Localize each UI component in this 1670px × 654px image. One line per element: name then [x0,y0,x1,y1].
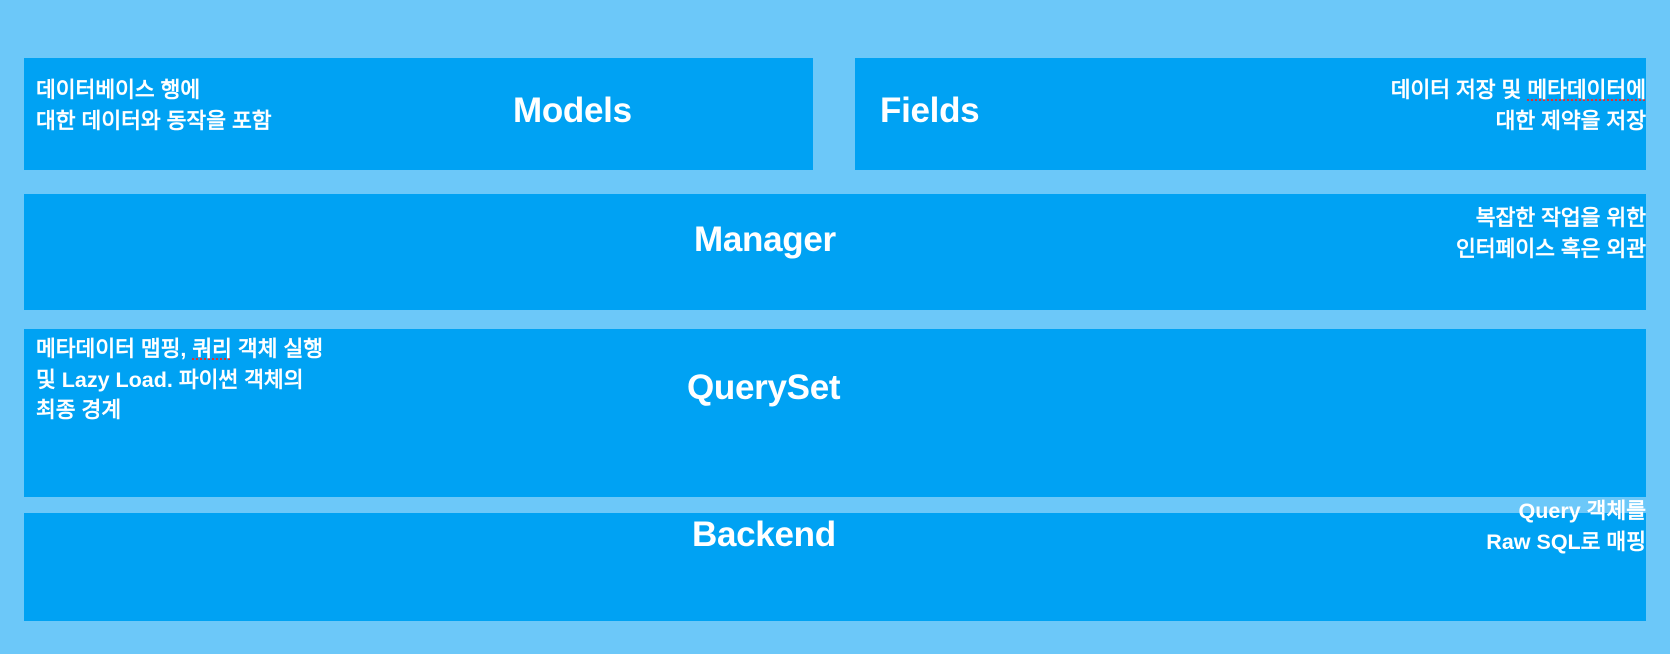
layer-title-manager: Manager [694,220,836,259]
layer-note-queryset-line2: 및 Lazy Load. 파이썬 객체의 [36,367,304,392]
layer-note-fields-misspelled-word: 메타데이터에 [1527,78,1646,102]
layer-note-fields-line2: 대한 제약을 저장 [1495,108,1646,133]
layer-note-fields-line1-prefix: 데이터 저장 및 [1390,78,1528,102]
layer-title-models: Models [513,91,632,130]
layer-title-queryset: QuerySet [687,368,841,407]
layer-note-queryset-misspelled-word: 쿼리 [192,337,232,361]
layer-box-models[interactable] [24,58,813,170]
layer-note-queryset-line3: 최종 경계 [36,398,122,423]
layer-note-models: 데이터베이스 행에 대한 데이터와 동작을 포함 [36,78,272,133]
layer-box-fields[interactable] [855,58,1646,170]
layer-box-backend[interactable] [24,513,1646,621]
layer-note-backend: Query 객체를 Raw SQL로 매핑 [1486,499,1646,554]
layer-note-queryset-line1-suffix: 객체 실행 [231,337,324,361]
layer-box-manager[interactable] [24,194,1646,310]
layer-title-backend: Backend [692,515,836,554]
layer-note-queryset-line1-prefix: 메타데이터 맵핑, [36,337,193,361]
layer-note-manager: 복잡한 작업을 위한 인터페이스 혹은 외관 [1456,206,1646,261]
layer-title-fields: Fields [880,91,980,130]
layer-box-queryset[interactable] [24,329,1646,497]
